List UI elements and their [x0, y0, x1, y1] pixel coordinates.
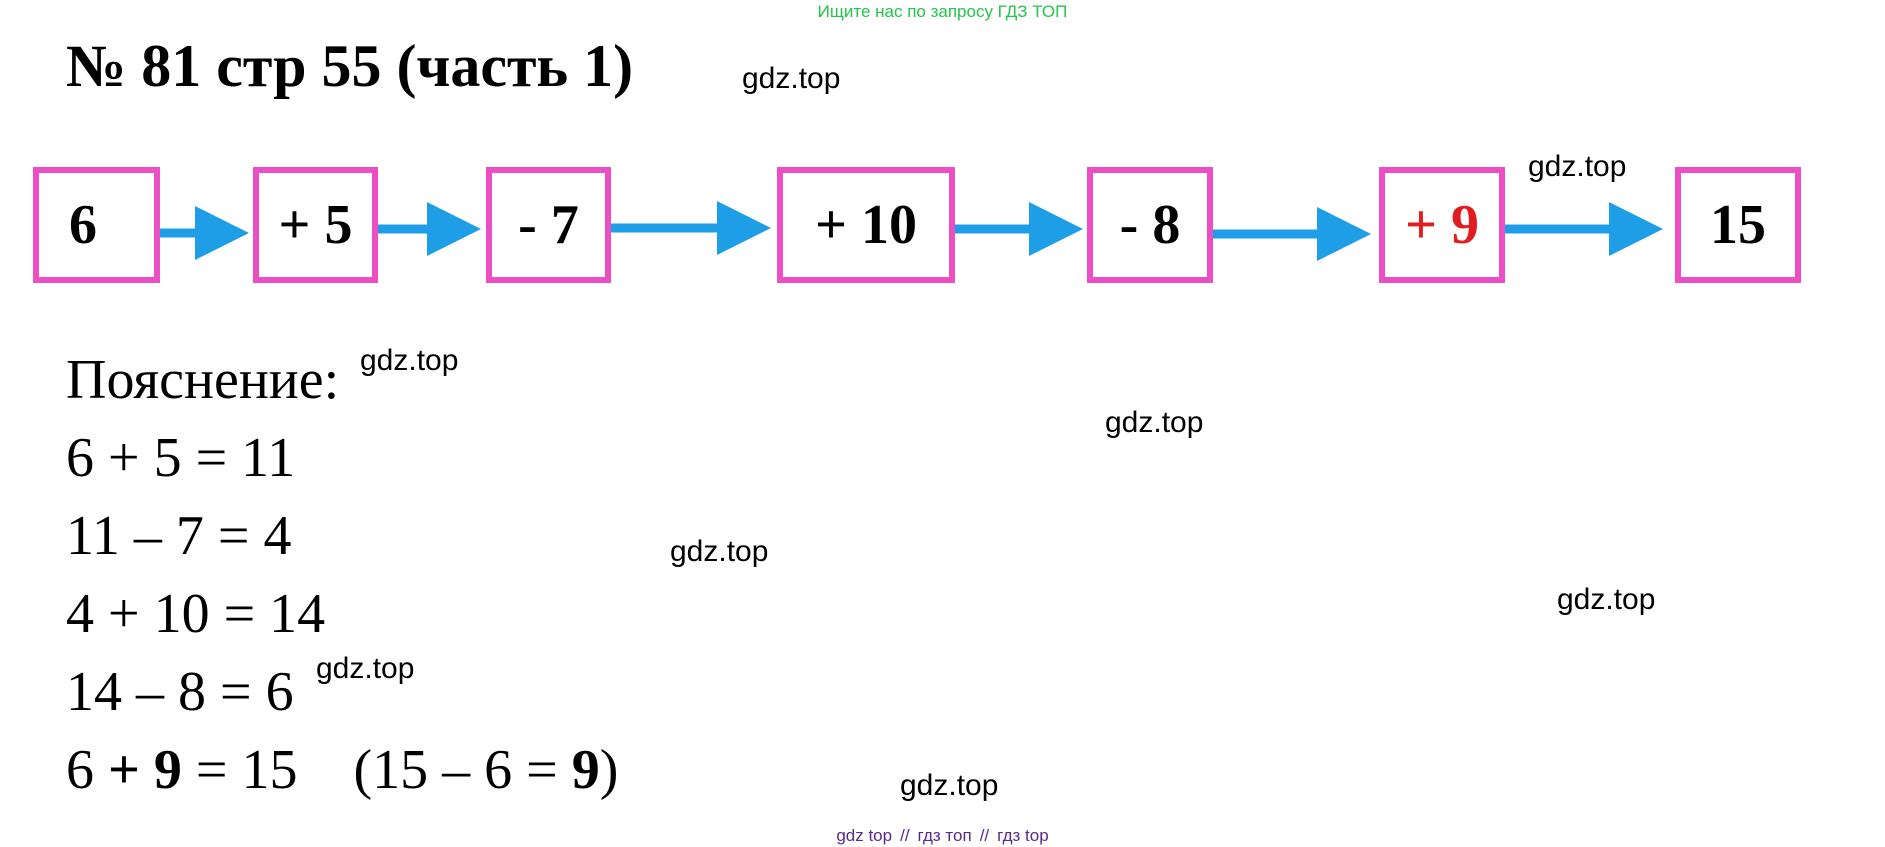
explanation-line: 6 + 5 = 11	[66, 427, 296, 489]
explanation-heading: Пояснение:	[66, 349, 340, 411]
watermark: gdz.top	[900, 769, 999, 802]
footer-link[interactable]: гдз top	[997, 826, 1049, 845]
search-banner: Ищите нас по запросу ГДЗ ТОП	[817, 2, 1068, 21]
chain-box-result: 15	[1675, 167, 1801, 283]
footer-links: gdz top // гдз топ // гдз top	[0, 826, 1885, 846]
check-answer: 9	[571, 739, 600, 801]
footer-link[interactable]: gdz top	[836, 826, 893, 845]
expr-result: = 15	[181, 739, 298, 801]
chain-operation: + 10	[815, 194, 917, 256]
expr-answer: 9	[153, 739, 182, 801]
check-close: )	[599, 739, 619, 801]
chain-box-answer: + 9	[1379, 167, 1505, 283]
explanation-line-final: 6 + 9 = 15 (15 – 6 = 9)	[66, 742, 618, 798]
watermark: gdz.top	[360, 344, 459, 377]
chain-box-step: + 5	[253, 167, 378, 283]
watermark: gdz.top	[316, 652, 415, 685]
chain-box-start: 6	[33, 167, 160, 283]
chain-box-step: - 7	[486, 167, 611, 283]
expr-part: 6	[66, 739, 108, 801]
chain-box-step: - 8	[1087, 167, 1213, 283]
page-title: № 81 стр 55 (часть 1)	[66, 33, 634, 99]
chain-box-step: + 10	[777, 167, 955, 283]
watermark: gdz.top	[742, 62, 841, 95]
chain-value: 15	[1710, 194, 1766, 256]
explanation-line: 14 – 8 = 6	[66, 661, 294, 723]
explanation-line: 4 + 10 = 14	[66, 583, 326, 645]
watermark: gdz.top	[670, 535, 769, 568]
expr-operator: +	[108, 739, 140, 801]
watermark: gdz.top	[1528, 150, 1627, 183]
footer-separator: //	[900, 826, 910, 845]
chain-value: 6	[69, 194, 97, 256]
watermark: gdz.top	[1557, 583, 1656, 616]
chain-operation: - 7	[518, 194, 579, 256]
footer-link[interactable]: гдз топ	[917, 826, 972, 845]
check-expr: (15 – 6 =	[353, 739, 572, 801]
explanation-line: 11 – 7 = 4	[66, 505, 292, 567]
expr-space	[140, 739, 154, 801]
watermark: gdz.top	[1105, 406, 1204, 439]
chain-operation: + 5	[278, 194, 353, 256]
chain-operation: - 8	[1119, 194, 1181, 256]
chain-operation-answer: + 9	[1405, 194, 1479, 256]
footer-separator: //	[979, 826, 990, 845]
